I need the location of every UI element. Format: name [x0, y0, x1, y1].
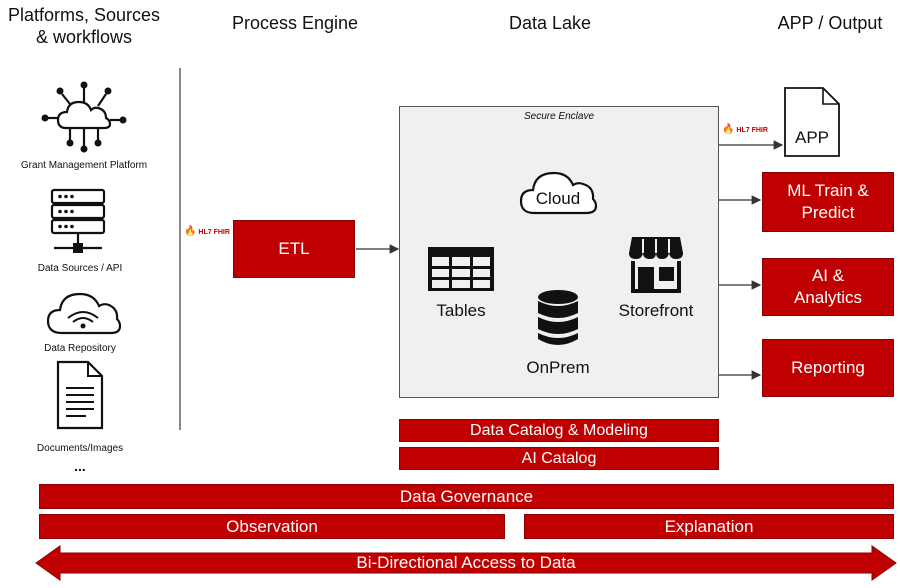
flame-icon: 🔥	[722, 124, 735, 135]
ml-train-predict-label: ML Train & Predict	[787, 181, 869, 222]
ai-analytics-box: AI & Analytics	[762, 258, 894, 316]
storefront-icon	[628, 235, 684, 293]
flame-icon: 🔥	[184, 226, 197, 237]
app-document-icon	[783, 86, 841, 158]
observation-label: Observation	[226, 516, 318, 536]
enclave-title: Secure Enclave	[523, 111, 595, 122]
reporting-label: Reporting	[791, 358, 865, 377]
header-data-lake: Data Lake	[508, 13, 592, 33]
cloud-label: Cloud	[535, 189, 581, 208]
tables-icon	[426, 245, 496, 293]
header-platforms: Platforms, Sources & workflows	[7, 5, 161, 47]
sources-more: ...	[74, 458, 86, 474]
ai-catalog-bar: AI Catalog	[399, 447, 719, 470]
fhir-badge-label: HL7 FHIR	[198, 229, 230, 236]
reporting-box: Reporting	[762, 339, 894, 397]
bidirectional-arrow-label: Bi-Directional Access to Data	[356, 553, 576, 572]
vertical-divider	[179, 68, 181, 430]
source-label-documents: Documents/Images	[36, 443, 124, 454]
ml-train-predict-box: ML Train & Predict	[762, 172, 894, 232]
storefront-label: Storefront	[618, 301, 694, 320]
fhir-badge-label: HL7 FHIR	[736, 127, 768, 134]
server-icon	[50, 188, 110, 256]
bidirectional-arrow	[34, 544, 898, 582]
explanation-label: Explanation	[664, 516, 754, 536]
secure-enclave: Secure Enclave Cloud Tables Storefront	[399, 106, 719, 398]
data-catalog-bar: Data Catalog & Modeling	[399, 419, 719, 442]
ai-analytics-label: AI & Analytics	[793, 266, 863, 307]
wifi-cloud-icon	[44, 288, 122, 338]
app-label: APP	[794, 128, 830, 147]
header-app-output: APP / Output	[777, 13, 883, 33]
data-catalog-label: Data Catalog & Modeling	[470, 421, 648, 439]
database-icon	[536, 289, 580, 347]
cloud-icon	[518, 163, 598, 217]
tables-label: Tables	[436, 301, 486, 320]
fhir-badge-etl: 🔥 HL7 FHIR	[184, 226, 230, 237]
document-icon	[56, 360, 104, 430]
fhir-badge-app: 🔥 HL7 FHIR	[722, 124, 768, 135]
etl-label: ETL	[278, 239, 310, 258]
source-label-api: Data Sources / API	[37, 263, 123, 274]
ai-catalog-label: AI Catalog	[521, 449, 597, 467]
etl-box: ETL	[233, 220, 355, 278]
header-process-engine: Process Engine	[231, 13, 359, 33]
observation-bar: Observation	[39, 514, 505, 539]
source-label-repository: Data Repository	[44, 343, 116, 354]
source-label-grant: Grant Management Platform	[20, 160, 148, 171]
explanation-bar: Explanation	[524, 514, 894, 539]
data-governance-bar: Data Governance	[39, 484, 894, 509]
data-governance-label: Data Governance	[399, 486, 534, 506]
onprem-label: OnPrem	[526, 358, 590, 377]
cloud-network-icon	[40, 80, 128, 156]
